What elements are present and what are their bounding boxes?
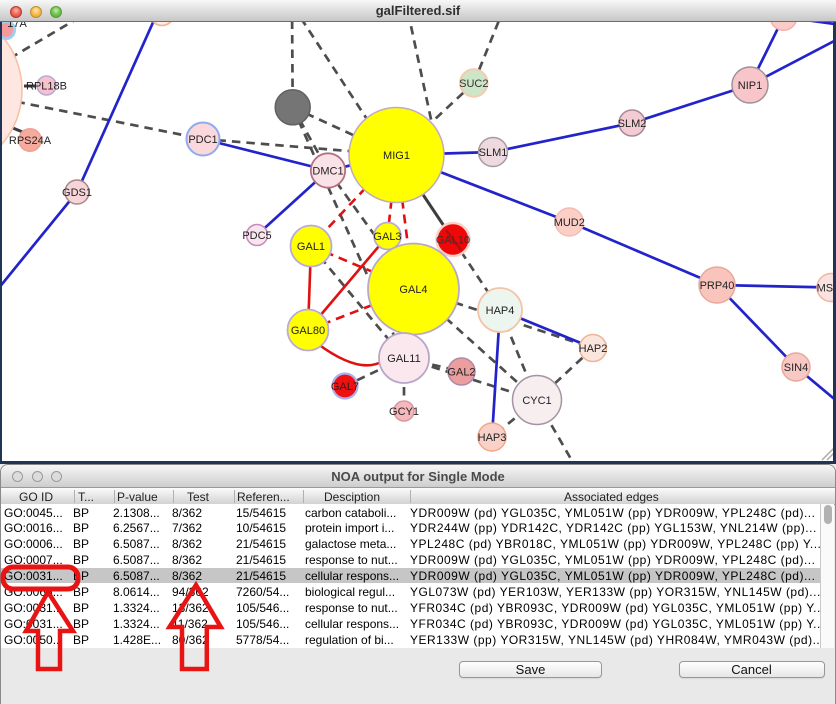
svg-text:GDS1: GDS1 [62, 187, 92, 199]
svg-text:NIP1: NIP1 [738, 80, 762, 92]
svg-text:MSL1: MSL1 [817, 283, 833, 295]
svg-text:SLM2: SLM2 [618, 118, 647, 130]
svg-text:MUD2: MUD2 [554, 217, 585, 229]
svg-text:GAL11: GAL11 [387, 353, 420, 365]
svg-text:GAL1: GAL1 [297, 241, 325, 253]
svg-text:CYC1: CYC1 [522, 395, 551, 407]
svg-text:GAL10: GAL10 [436, 235, 470, 247]
svg-text:HAP2: HAP2 [579, 343, 608, 355]
svg-text:DMC1: DMC1 [312, 166, 343, 178]
svg-text:SUC2: SUC2 [459, 78, 488, 90]
svg-text:PDC1: PDC1 [188, 134, 217, 146]
svg-text:PDC5: PDC5 [242, 230, 271, 242]
svg-text:17A: 17A [7, 22, 27, 30]
svg-text:GAL80: GAL80 [291, 325, 325, 337]
svg-text:SLM1: SLM1 [479, 147, 508, 159]
svg-text:HAP4: HAP4 [486, 305, 515, 317]
svg-text:HAP3: HAP3 [478, 432, 507, 444]
svg-text:RPS24A: RPS24A [9, 135, 52, 147]
svg-text:GAL3: GAL3 [373, 231, 401, 243]
svg-text:RPL18B: RPL18B [26, 81, 67, 93]
svg-text:SIN4: SIN4 [784, 362, 808, 374]
svg-text:MIG1: MIG1 [383, 150, 410, 162]
svg-text:PRP40: PRP40 [700, 280, 735, 292]
svg-text:GAL2: GAL2 [447, 367, 475, 379]
svg-text:GCY1: GCY1 [389, 406, 419, 418]
svg-text:GAL4: GAL4 [399, 284, 427, 296]
svg-text:GAL7: GAL7 [331, 381, 359, 393]
